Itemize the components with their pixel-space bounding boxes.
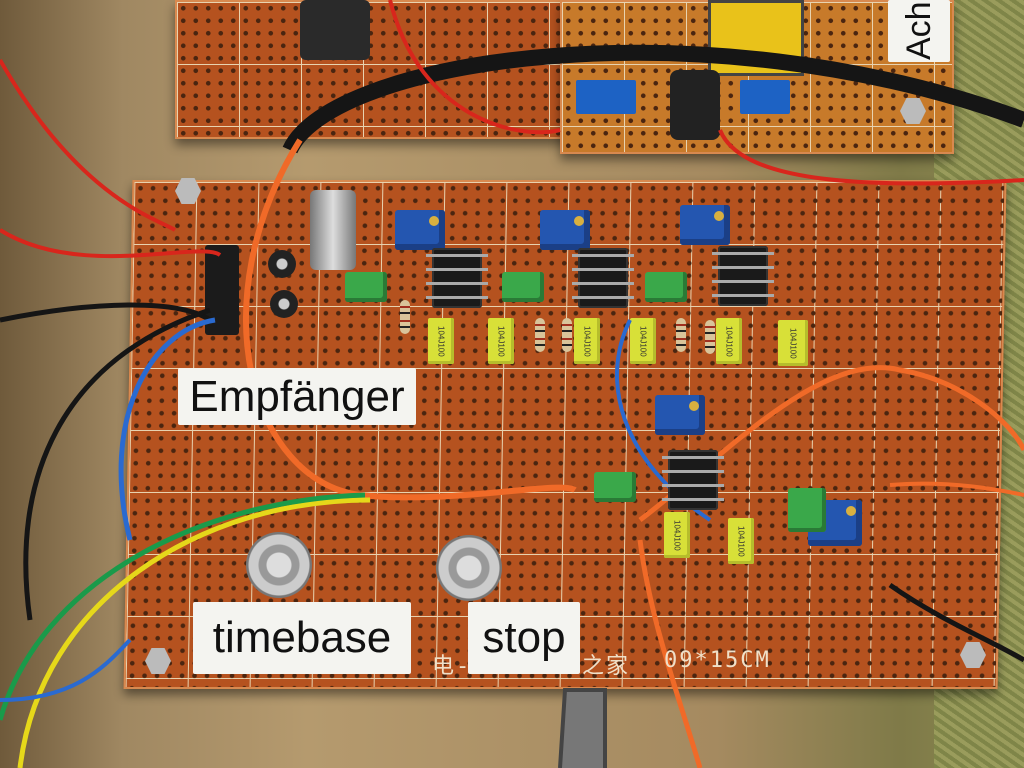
green-capacitor [788, 488, 826, 532]
wire-yellow [17, 497, 371, 768]
film-capacitor: 104J100 [728, 518, 754, 564]
wire-orange [718, 129, 1024, 186]
silkscreen-right: 之家 [582, 654, 631, 679]
film-capacitor: 104J100 [574, 318, 600, 364]
green-capacitor [645, 272, 687, 302]
bnc-connector [310, 190, 356, 270]
wire-blue [0, 638, 132, 702]
silkscreen-size: 09*15CM [664, 648, 771, 673]
inductor [300, 0, 370, 60]
resistor [535, 318, 545, 352]
electrolytic-capacitor [268, 250, 296, 278]
resistor [400, 300, 410, 334]
wire-orange [889, 481, 1024, 497]
silkscreen-left: 电- [432, 654, 472, 679]
trimmer-potentiometer [540, 210, 590, 250]
film-capacitor: 104J100 [488, 318, 514, 364]
wire-orange [243, 138, 577, 501]
resistor [562, 318, 572, 352]
trimmer-potentiometer [395, 210, 445, 250]
resistor [705, 320, 715, 354]
film-capacitor: 104J100 [664, 512, 690, 558]
trimmer-potentiometer [680, 205, 730, 245]
green-capacitor [594, 472, 636, 502]
label-stop: stop [468, 602, 580, 674]
wire-red [0, 59, 177, 232]
wire-black [888, 582, 1024, 663]
wire-blue [118, 317, 216, 541]
label-timebase: timebase [193, 602, 411, 674]
wire-black [0, 302, 212, 323]
toggle-switch-timebase[interactable] [246, 532, 312, 598]
wire-red [0, 228, 222, 259]
ic-chip [712, 246, 774, 306]
label-receiver: Empfänger [178, 368, 416, 425]
green-capacitor [345, 272, 387, 302]
wire-orange [637, 539, 703, 768]
ic-chip [662, 450, 724, 510]
green-capacitor [502, 272, 544, 302]
wire-green [0, 492, 366, 721]
toggle-switch-stop[interactable] [436, 535, 502, 601]
ic-chip [426, 248, 488, 308]
resistor [676, 318, 686, 352]
wire-black [282, 44, 1024, 154]
electrolytic-capacitor [270, 290, 298, 318]
film-capacitor: 104J100 [428, 318, 454, 364]
film-capacitor: 104J100 [630, 318, 656, 364]
wire-ribbon [558, 688, 607, 768]
ic-chip [572, 248, 634, 308]
wire-red [388, 0, 561, 135]
wire-black [23, 307, 211, 621]
terminal-block [740, 80, 790, 114]
film-capacitor: 104J100 [778, 320, 808, 366]
film-capacitor: 104J100 [716, 318, 742, 364]
terminal-block [576, 80, 636, 114]
electrolytic-capacitor [670, 70, 720, 140]
trimmer-potentiometer [655, 395, 705, 435]
